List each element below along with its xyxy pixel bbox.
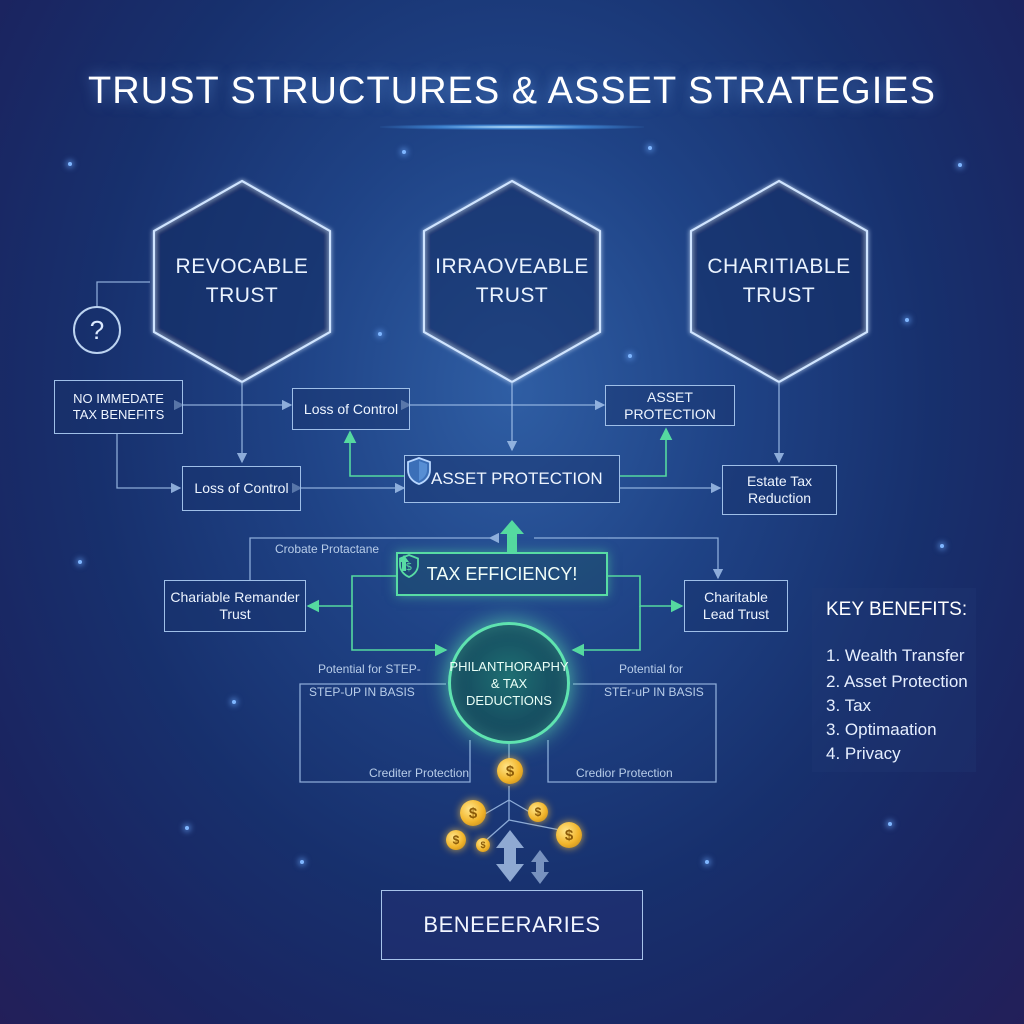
star-sparkle bbox=[648, 146, 652, 150]
box-line: Charitable bbox=[704, 589, 768, 606]
connector-tax-right bbox=[608, 575, 684, 613]
box-asset-protection-top[interactable]: ASSET PROTECTION bbox=[605, 385, 735, 426]
label-potential-left: Potential for STEP- bbox=[318, 662, 421, 676]
box-estate-tax-reduction[interactable]: Estate Tax Reduction bbox=[722, 465, 837, 515]
box-tax-efficiency[interactable]: $ TAX EFFICIENCY! bbox=[396, 552, 608, 596]
tax-efficiency-label: TAX EFFICIENCY! bbox=[426, 563, 578, 584]
star-sparkle bbox=[905, 318, 909, 322]
coin-icon: $ bbox=[476, 838, 490, 852]
benefit-item: 4. Privacy bbox=[826, 744, 901, 763]
hex-label-line: TRUST bbox=[742, 284, 816, 307]
benefit-item: 2. Asset Protection bbox=[826, 672, 968, 691]
box-loss-of-control-mid[interactable]: Loss of Control bbox=[182, 466, 301, 511]
circle-line: & TAX bbox=[490, 675, 528, 691]
benefit-item: 3. Optimaation bbox=[826, 720, 937, 739]
coin-icon: $ bbox=[460, 800, 486, 826]
key-benefits-panel bbox=[812, 588, 976, 772]
box-line: Lead Trust bbox=[702, 606, 770, 622]
hex-label-line: TRUST bbox=[475, 284, 549, 307]
connector-lower-right bbox=[547, 683, 717, 783]
box-line: Reduction bbox=[747, 490, 812, 506]
title-underline-glow bbox=[380, 124, 644, 130]
question-icon[interactable]: ? bbox=[73, 306, 121, 354]
box-line: NO IMMEDATE bbox=[73, 391, 164, 407]
connector-probate-loop-right bbox=[534, 537, 724, 580]
label-stepup-right: STEr-uP IN BASIS bbox=[604, 685, 704, 699]
star-sparkle bbox=[958, 163, 962, 167]
shield-icon bbox=[407, 457, 431, 485]
coin-icon: $ bbox=[556, 822, 582, 848]
shield-dollar-icon: $ bbox=[399, 554, 419, 578]
box-asset-protection-center[interactable]: ASSET PROTECTION bbox=[404, 455, 620, 503]
connector-green-right bbox=[620, 427, 673, 477]
connector-tax-right-down bbox=[571, 606, 641, 657]
hex-label-revocable: REVOCABLE TRUST bbox=[162, 252, 322, 310]
page-title: TRUST STRUCTURES & ASSET STRATEGIES bbox=[88, 70, 936, 112]
label-creditor-right: Credior Protection bbox=[576, 766, 673, 780]
star-sparkle bbox=[300, 860, 304, 864]
circle-line: PHILANTHORAPHY bbox=[449, 658, 569, 674]
connector-coin-tree bbox=[477, 786, 561, 843]
benefit-item: 1. Wealth Transfer bbox=[826, 646, 965, 665]
connector-lower-left bbox=[299, 683, 471, 783]
hex-label-charitable: CHARITIABLE TRUST bbox=[699, 252, 859, 310]
connector-notax-lossmid bbox=[116, 434, 182, 494]
philanthropy-circle[interactable]: PHILANTHORAPHY & TAX DEDUCTIONS bbox=[448, 622, 570, 744]
label-stepup-left: STEP-UP IN BASIS bbox=[309, 685, 415, 699]
coin-icon: $ bbox=[446, 830, 466, 850]
circle-line: DEDUCTIONS bbox=[466, 692, 552, 708]
connector-green-left bbox=[343, 430, 404, 477]
star-sparkle bbox=[402, 150, 406, 154]
coin-icon: $ bbox=[528, 802, 548, 822]
box-line: TAX BENEFITS bbox=[72, 407, 165, 422]
hex-label-line: REVOCABLE bbox=[175, 255, 309, 278]
hex-label-line: IRRAOVEABLE bbox=[435, 255, 589, 278]
box-loss-of-control-top[interactable]: Loss of Control bbox=[292, 388, 410, 430]
box-line: ASSET PROTECTION bbox=[431, 468, 603, 488]
label-potential-right: Potential for bbox=[619, 662, 684, 676]
star-sparkle bbox=[378, 332, 382, 336]
star-sparkle bbox=[940, 544, 944, 548]
star-sparkle bbox=[888, 822, 892, 826]
connector-probate-loop bbox=[249, 532, 500, 580]
box-charitable-remainder-trust[interactable]: Chariable Remander Trust bbox=[164, 580, 306, 632]
key-benefits-title: KEY BENEFITS: bbox=[826, 599, 968, 620]
hex-label-line: CHARITIABLE bbox=[707, 255, 851, 278]
box-line: Estate Tax bbox=[746, 473, 813, 490]
hex-label-irrevocable: IRRAOVEABLE TRUST bbox=[432, 252, 592, 310]
label-probate-protection: Crobate Protactane bbox=[275, 542, 380, 556]
shield-dollar-glyph: $ bbox=[406, 560, 413, 573]
star-sparkle bbox=[232, 700, 236, 704]
beneficiaries-box[interactable]: BENEEERARIES bbox=[381, 890, 643, 960]
star-sparkle bbox=[185, 826, 189, 830]
star-sparkle bbox=[78, 560, 82, 564]
connector-question-hex bbox=[96, 281, 150, 306]
connector-tax-left bbox=[306, 575, 396, 613]
star-sparkle bbox=[628, 354, 632, 358]
arrow-up-green bbox=[500, 520, 524, 552]
star-sparkle bbox=[705, 860, 709, 864]
benefit-item: 3. Tax bbox=[826, 696, 872, 715]
coin-icon: $ bbox=[497, 758, 523, 784]
connector-tax-left-down bbox=[351, 606, 448, 657]
box-line: Chariable Remander bbox=[170, 589, 300, 606]
label-creditor-left: Crediter Protection bbox=[369, 766, 470, 780]
box-charitable-lead-trust[interactable]: Charitable Lead Trust bbox=[684, 580, 788, 632]
double-arrow-big bbox=[496, 830, 524, 882]
hex-label-line: TRUST bbox=[205, 284, 279, 307]
arrow-up-icon bbox=[399, 555, 409, 571]
box-no-tax-benefits[interactable]: NO IMMEDATE TAX BENEFITS bbox=[54, 380, 183, 434]
star-sparkle bbox=[68, 162, 72, 166]
double-arrow-small bbox=[531, 850, 549, 884]
box-line: Trust bbox=[219, 606, 251, 622]
